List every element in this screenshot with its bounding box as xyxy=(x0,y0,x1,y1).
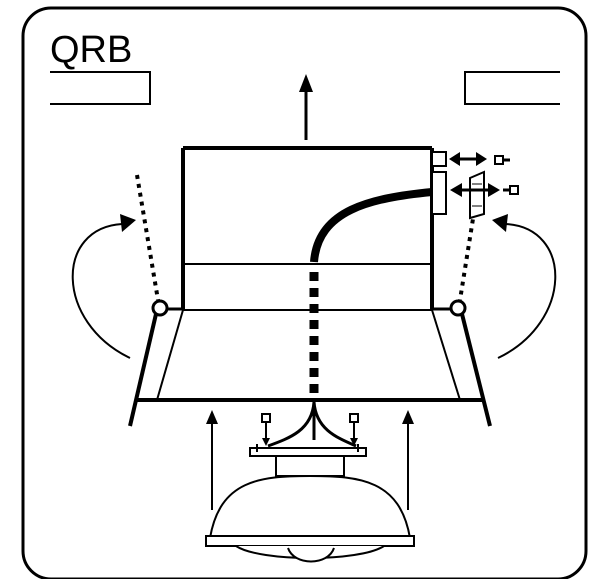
light-fixture-icon xyxy=(205,444,415,563)
conduit-cable xyxy=(309,188,433,400)
trim-ring xyxy=(135,309,483,402)
screw-icon xyxy=(261,413,271,446)
spring-clip-left xyxy=(128,174,183,427)
double-arrow-icon xyxy=(449,152,487,166)
up-arrow-icon xyxy=(402,410,414,510)
curved-arrow-left-icon xyxy=(71,214,136,359)
model-label: QRB xyxy=(50,29,132,71)
label-box-right xyxy=(464,71,560,105)
junction-cover-plate xyxy=(469,170,485,220)
diagram-frame xyxy=(21,6,588,579)
screw-icon xyxy=(494,155,510,165)
up-arrow-icon xyxy=(206,410,218,510)
curved-arrow-right-icon xyxy=(492,214,557,359)
up-arrow-icon xyxy=(299,74,313,140)
screw-icon xyxy=(349,413,359,446)
screw-icon xyxy=(503,185,519,195)
junction-box xyxy=(431,151,447,215)
label-box-left xyxy=(50,71,151,105)
fixture-wires xyxy=(267,401,357,448)
double-arrow-icon xyxy=(450,183,500,197)
